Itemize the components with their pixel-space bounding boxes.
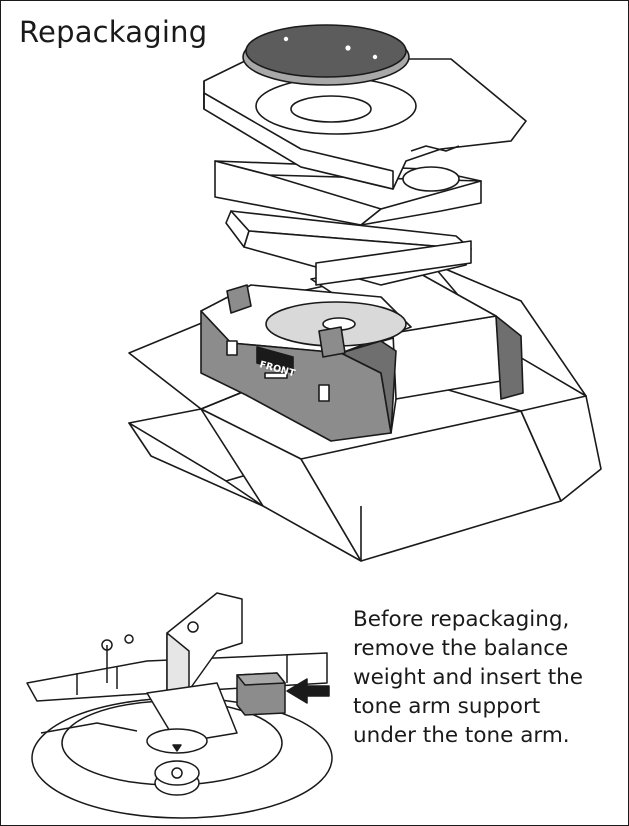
instruction-text: Before repackaging, remove the balance w…	[353, 605, 621, 750]
instruction-line-3: weight and insert the	[353, 665, 584, 690]
instruction-line-4: tone arm support	[353, 694, 541, 719]
instruction-line-2: remove the balance	[353, 636, 569, 661]
tone-arm-illustration	[26, 592, 333, 819]
inner-tray	[310, 262, 502, 434]
foam-packing: FRONT	[200, 284, 524, 442]
top-cover	[203, 58, 527, 192]
turntable-mat	[242, 24, 410, 86]
instruction-line-5: under the tone arm.	[353, 723, 570, 748]
section-title: Repackaging	[19, 15, 208, 49]
spacer-sheets	[214, 160, 482, 286]
packaging-illustration: FRONT	[128, 24, 602, 562]
instruction-line-1: Before repackaging,	[353, 607, 570, 632]
